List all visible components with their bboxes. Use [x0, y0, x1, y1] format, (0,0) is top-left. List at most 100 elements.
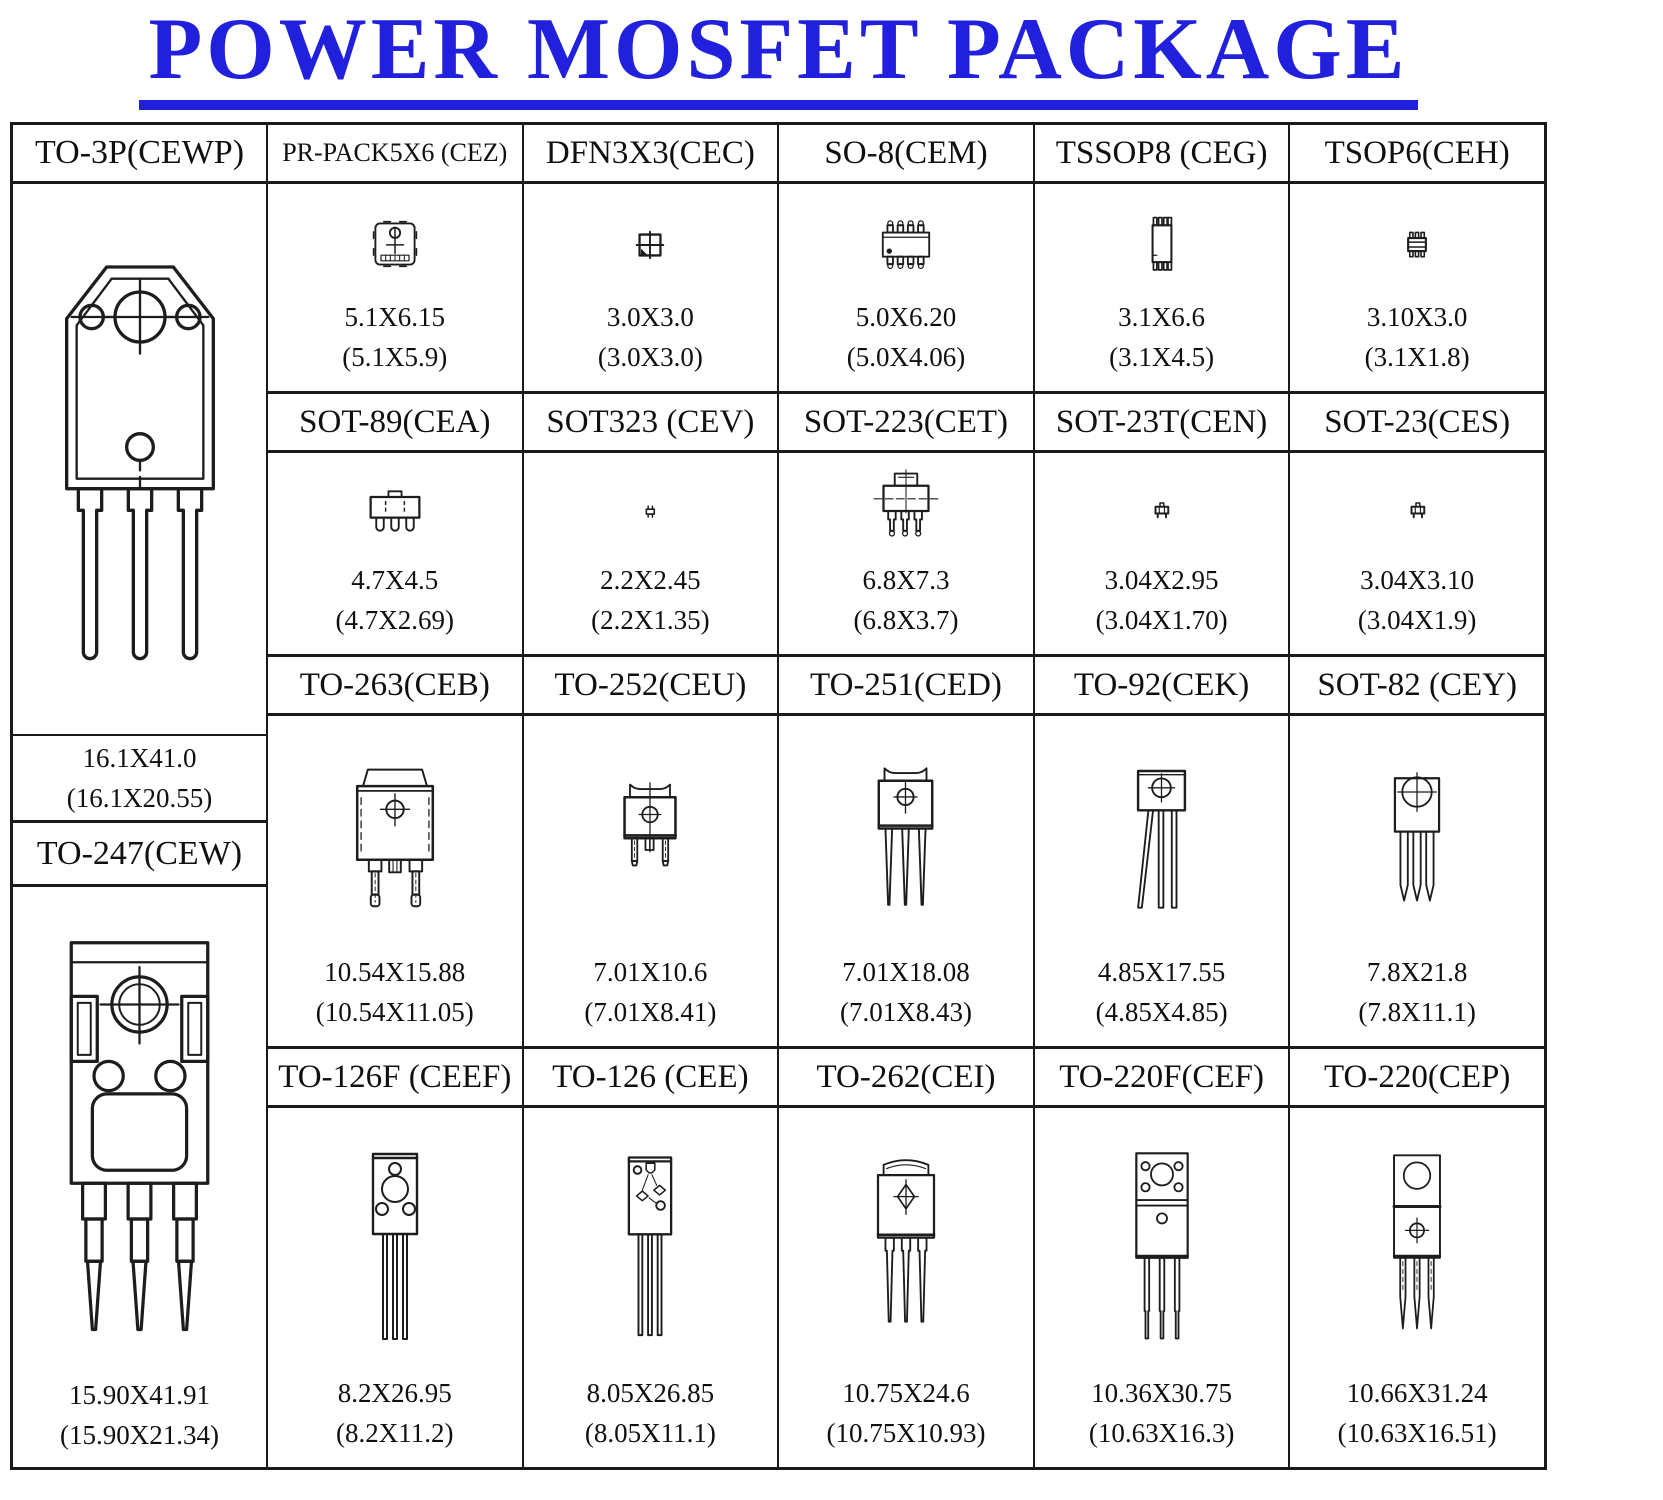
header-to-263: TO-263(CEB): [299, 666, 490, 703]
dim-line2: (5.1X5.9): [342, 342, 448, 372]
dim-line2: (16.1X20.55): [66, 783, 213, 813]
tsop6-package-drawing: [1396, 192, 1438, 297]
header-to-220: TO-220(CEP): [1288, 1049, 1544, 1105]
sot-82-package-drawing: [1371, 724, 1463, 952]
header-to-126: TO-126 (CEE): [521, 1049, 778, 1105]
cell-pr-pack5x6: 5.1X6.15 (5.1X5.9): [268, 184, 522, 391]
band1-header-row: PR-PACK5X6 (CEZ) DFN3X3(CEC) SO-8(CEM) T…: [268, 125, 1544, 184]
dim-line2: (4.7X2.69): [335, 605, 455, 635]
header-tssop8: TSSOP8 (CEG): [1032, 125, 1289, 181]
dims-to-252: 7.01X10.6 (7.01X8.41): [584, 952, 716, 1032]
header-sot-89: SOT-89(CEA): [299, 403, 491, 440]
page-title: POWER MOSFET PACKAGE: [138, 4, 1419, 110]
header-sot323: SOT323 (CEV): [521, 394, 778, 450]
header-to-247: TO-247(CEW): [13, 823, 266, 887]
header-to-262: TO-262(CEI): [777, 1049, 1033, 1105]
header-to-126f: TO-126F (CEEF): [278, 1058, 512, 1095]
band4-header-row: TO-126F (CEEF) TO-126 (CEE) TO-262(CEI) …: [268, 1046, 1544, 1108]
dims-to-3p: 16.1X41.0 (16.1X20.55): [13, 736, 266, 823]
dims-to-251: 7.01X18.08 (7.01X8.43): [840, 952, 972, 1032]
dims-to-92: 4.85X17.55 (4.85X4.85): [1096, 952, 1228, 1032]
dim-line1: 10.75X24.6: [842, 1378, 970, 1408]
dims-so-8: 5.0X6.20 (5.0X4.06): [847, 297, 965, 377]
to-247-package-drawing: [42, 887, 237, 1375]
cell-to-263: 10.54X15.88 (10.54X11.05): [268, 716, 522, 1046]
cell-so-8: 5.0X6.20 (5.0X4.06): [777, 184, 1033, 391]
dim-line1: 10.54X15.88: [324, 957, 466, 987]
band1-content-row: 5.1X6.15 (5.1X5.9) 3.0X3.0 (3.0: [268, 184, 1544, 391]
dim-line2: (7.01X8.43): [839, 997, 972, 1027]
so-8-package-drawing: [867, 192, 945, 297]
dim-line1: 8.2X26.95: [337, 1378, 452, 1408]
sot-223-package-drawing: [861, 461, 951, 560]
tssop8-package-drawing: [1138, 192, 1186, 297]
cell-sot-223: 6.8X7.3 (6.8X3.7): [777, 453, 1033, 654]
dim-line1: 10.66X31.24: [1346, 1378, 1488, 1408]
sot-23t-package-drawing: [1148, 461, 1175, 560]
cell-to-220: 10.66X31.24 (10.63X16.51): [1288, 1108, 1544, 1467]
dim-line2: (6.8X3.7): [853, 605, 959, 635]
cell-sot-23: 3.04X3.10 (3.04X1.9): [1288, 453, 1544, 654]
right-grid: PR-PACK5X6 (CEZ) DFN3X3(CEC) SO-8(CEM) T…: [268, 125, 1544, 1467]
dims-to-263: 10.54X15.88 (10.54X11.05): [316, 952, 474, 1032]
to-263-package-drawing: [332, 724, 458, 952]
cell-to-262: 10.75X24.6 (10.75X10.93): [777, 1108, 1033, 1467]
sot-89-package-drawing: [350, 461, 440, 560]
cell-to-220f: 10.36X30.75 (10.63X16.3): [1032, 1108, 1289, 1467]
cell-sot-89: 4.7X4.5 (4.7X2.69): [268, 453, 522, 654]
dim-line2: (3.0X3.0): [597, 342, 703, 372]
header-to-3p: TO-3P(CEWP): [13, 125, 266, 184]
header-sot-23t: SOT-23T(CEN): [1032, 394, 1289, 450]
dim-line2: (8.05X11.1): [584, 1418, 716, 1448]
dim-line2: (3.04X1.9): [1357, 605, 1477, 635]
dim-line1: 3.1X6.6: [1118, 302, 1206, 332]
dim-line1: 10.36X30.75: [1091, 1378, 1233, 1408]
dim-line1: 15.90X41.91: [68, 1380, 210, 1410]
dim-line1: 7.8X21.8: [1366, 957, 1468, 987]
dim-line2: (7.01X8.41): [584, 997, 717, 1027]
cell-to-252: 7.01X10.6 (7.01X8.41): [521, 716, 778, 1046]
band4-content-row: 8.2X26.95 (8.2X11.2): [268, 1108, 1544, 1467]
header-to-252: TO-252(CEU): [521, 657, 778, 713]
cell-tssop8: 3.1X6.6 (3.1X4.5): [1032, 184, 1289, 391]
to-220-package-drawing: [1364, 1116, 1470, 1373]
dim-line1: 3.0X3.0: [606, 302, 694, 332]
dfn3x3-package-drawing: [631, 192, 669, 297]
dims-sot-23: 3.04X3.10 (3.04X1.9): [1358, 560, 1476, 640]
cell-tsop6: 3.10X3.0 (3.1X1.8): [1288, 184, 1544, 391]
band3-content-row: 10.54X15.88 (10.54X11.05): [268, 716, 1544, 1046]
dim-line1: 5.1X6.15: [344, 302, 446, 332]
left-column: TO-3P(CEWP): [13, 125, 268, 1467]
dim-line2: (4.85X4.85): [1095, 997, 1228, 1027]
dim-line1: 3.04X2.95: [1104, 565, 1219, 595]
header-sot-82: SOT-82 (CEY): [1288, 657, 1544, 713]
to-126f-package-drawing: [345, 1116, 445, 1373]
cell-sot-82: 7.8X21.8 (7.8X11.1): [1288, 716, 1544, 1046]
dim-line1: 16.1X41.0: [82, 743, 197, 773]
to-262-package-drawing: [850, 1116, 962, 1373]
dim-line2: (2.2X1.35): [591, 605, 710, 635]
header-sot-23: SOT-23(CES): [1288, 394, 1544, 450]
dims-pr-pack5x6: 5.1X6.15 (5.1X5.9): [342, 297, 447, 377]
header-to-220f: TO-220F(CEF): [1032, 1049, 1289, 1105]
dim-line2: (10.63X16.3): [1088, 1418, 1235, 1448]
cell-to-126f: 8.2X26.95 (8.2X11.2): [268, 1108, 522, 1467]
dims-to-262: 10.75X24.6 (10.75X10.93): [826, 1373, 985, 1453]
header-tsop6: TSOP6(CEH): [1288, 125, 1544, 181]
to-252-package-drawing: [600, 724, 700, 952]
header-sot-223: SOT-223(CET): [777, 394, 1033, 450]
band2-header-row: SOT-89(CEA) SOT323 (CEV) SOT-223(CET) SO…: [268, 391, 1544, 453]
dims-to-220f: 10.36X30.75 (10.63X16.3): [1089, 1373, 1234, 1453]
dims-sot-89: 4.7X4.5 (4.7X2.69): [336, 560, 454, 640]
dim-line2: (8.2X11.2): [336, 1418, 454, 1448]
to-251-package-drawing: [853, 724, 958, 952]
dim-line2: (10.75X10.93): [826, 1418, 986, 1448]
dims-sot-82: 7.8X21.8 (7.8X11.1): [1358, 952, 1475, 1032]
cell-to-251: 7.01X18.08 (7.01X8.43): [777, 716, 1033, 1046]
dims-tsop6: 3.10X3.0 (3.1X1.8): [1365, 297, 1470, 377]
package-table: TO-3P(CEWP): [10, 122, 1547, 1470]
dim-line2: (3.1X1.8): [1364, 342, 1470, 372]
dims-to-126: 8.05X26.85 (8.05X11.1): [585, 1373, 716, 1453]
dim-line2: (7.8X11.1): [1358, 997, 1476, 1027]
